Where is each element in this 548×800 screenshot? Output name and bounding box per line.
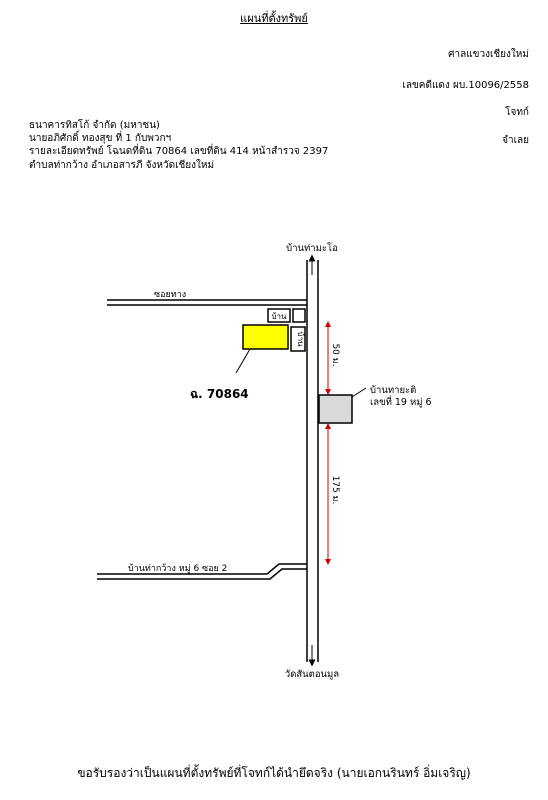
landmark-box [318, 394, 353, 424]
north-destination-label: บ้านท่ามะโอ [286, 242, 338, 254]
plaintiff-label: โจทก์ [505, 107, 529, 118]
house-box-2 [290, 326, 306, 352]
deed-number-label: ฉ. 70864 [190, 387, 249, 401]
court-name: ศาลแขวงเชียงใหม่ [448, 49, 529, 60]
bottom-road-label: บ้านท่ากว้าง หมู่ 6 ซอย 2 [128, 563, 227, 574]
plaintiff-name: ธนาคารทิสโก้ จำกัด (มหาชน) [29, 120, 160, 131]
parcel-pointer [235, 348, 251, 374]
landmark-pointer [351, 387, 367, 398]
defendant-label: จำเลย [502, 135, 529, 146]
landmark-label-line2: เลขที่ 19 หมู่ 6 [370, 395, 432, 408]
house-label-1: บ้าน [271, 312, 287, 321]
parcel-70864 [242, 324, 289, 350]
distance-label-lower: 175 ม. [330, 476, 340, 505]
property-location: ตำบลท่ากว้าง อำเภอสารภี จังหวัดเชียงใหม่ [29, 160, 215, 171]
certification-footer: ขอรับรองว่าเป็นแผนที่ตั้งทรัพย์ที่โจทก์ไ… [77, 766, 471, 780]
house-label-2: บ้าน [296, 331, 305, 347]
house-box-1 [267, 308, 291, 323]
house-box-corner [292, 308, 306, 323]
case-number: เลขคดีแดง ผบ.10096/2558 [402, 80, 529, 91]
landmark-label-line1: บ้านทายะติ [370, 385, 416, 396]
distance-label-upper: 50 ม. [330, 343, 340, 366]
bottom-road-bottom-edge [97, 568, 307, 580]
defendant-name: นายอภิศักดิ์ ทองสุข ที่ 1 กับพวกฯ [29, 133, 172, 144]
document-title: แผนที่ตั้งทรัพย์ [240, 12, 308, 25]
south-destination-label: วัดสันตอนมูล [285, 669, 339, 680]
property-details: รายละเอียดทรัพย์ โฉนดที่ดิน 70864 เลขที่… [29, 146, 329, 157]
bottom-road-top-edge [97, 563, 307, 575]
soi-label: ซอยทาง [154, 290, 186, 300]
